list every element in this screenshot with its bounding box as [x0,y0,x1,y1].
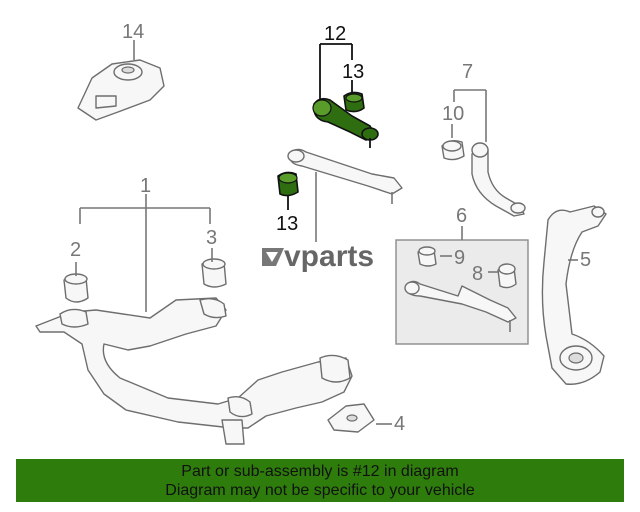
lower-arm-outline [287,148,403,204]
part-8-bushing [497,263,517,289]
callout-8: 8 [472,263,483,285]
callout-4: 4 [394,413,405,435]
parts-diagram: vparts 1 2 3 4 5 6 7 8 9 10 14 12 13 13 [35,21,607,445]
callout-5: 5 [580,249,591,271]
leader-lines-highlight [287,43,353,210]
callout-9: 9 [454,247,465,269]
part-13-bushing-bottom [277,171,299,197]
part-14-strut-mount [77,59,165,121]
callout-1: 1 [140,175,151,197]
part-6-control-arm [404,280,517,332]
info-banner: Part or sub-assembly is #12 in diagram D… [16,459,624,502]
part-5-steering-knuckle [541,205,607,385]
part-1-subframe [35,297,353,445]
watermark-text: vparts [284,240,374,273]
part-13-bushing-top [343,91,365,113]
callout-3: 3 [206,227,217,249]
part-10-bushing [441,139,465,161]
callout-7: 7 [462,61,473,83]
part-4-bracket [327,403,375,433]
part-2-bushing [63,273,89,303]
leader-lines [75,40,578,425]
part-9-bushing [417,246,437,267]
callout-10: 10 [442,103,464,125]
callout-2: 2 [70,239,81,261]
banner-line-2: Diagram may not be specific to your vehi… [165,482,475,499]
part-12-upper-control-arm [312,97,379,148]
part-7-control-arm [471,142,526,217]
part-3-bushing [201,258,227,288]
callout-13-bottom: 13 [276,213,298,235]
callout-13-top: 13 [342,61,364,83]
part-6-group [395,239,529,345]
watermark-logo: vparts [262,240,374,273]
callout-6: 6 [456,205,467,227]
banner-line-1: Part or sub-assembly is #12 in diagram [181,463,459,480]
callout-12: 12 [324,23,346,45]
callout-14: 14 [122,21,144,43]
